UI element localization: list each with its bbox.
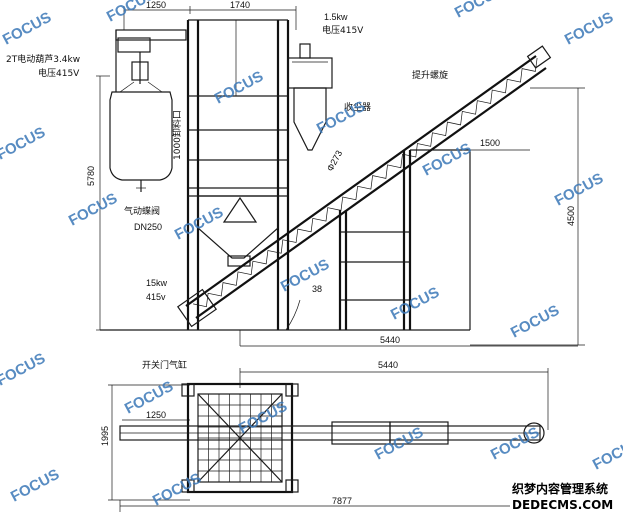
plan-view xyxy=(108,368,549,512)
watermark-logo: FOCUS xyxy=(150,470,204,510)
dim-pipe-273: Φ273 xyxy=(325,149,344,173)
dim-7877: 7877 xyxy=(332,496,352,506)
screw-conveyor xyxy=(176,45,552,328)
label-bag-opening: 1000卸料口 xyxy=(171,110,183,160)
label-collector-power: 1.5kw xyxy=(324,12,348,22)
label-motor-voltage: 415v xyxy=(146,292,166,302)
watermark-logo: FOCUS xyxy=(0,124,48,164)
frame-tower xyxy=(186,19,290,330)
watermark-logo: FOCUS xyxy=(212,68,266,108)
footer-brand: 织梦内容管理系统 DEDECMS.COM xyxy=(510,478,622,512)
label-hoist-voltage: 电压415V xyxy=(38,67,80,79)
hopper xyxy=(197,195,279,259)
dim-4500: 4500 xyxy=(566,206,576,226)
label-collector-voltage: 电压415V xyxy=(322,24,364,36)
dim-1995: 1995 xyxy=(100,426,110,446)
watermark-logo: FOCUS xyxy=(452,0,506,22)
dust-collector xyxy=(287,43,333,151)
dim-5440-upper: 5440 xyxy=(380,335,400,345)
footer-line2: DEDECMS.COM xyxy=(512,498,613,512)
footer-line1: 织梦内容管理系统 xyxy=(512,481,608,496)
watermark-logo: FOCUS xyxy=(66,190,120,230)
watermark-logo: FOCUS xyxy=(8,466,62,506)
bulk-bag xyxy=(109,91,173,181)
label-hoist: 2T电动葫芦3.4kw xyxy=(6,53,80,65)
elevation-view xyxy=(96,6,585,347)
plan-frame xyxy=(181,382,299,494)
dim-1250-plan: 1250 xyxy=(146,410,166,420)
watermark-logo: FOCUS xyxy=(590,434,623,474)
watermark-logo: FOCUS xyxy=(388,284,442,324)
watermark-logo: FOCUS xyxy=(104,0,158,26)
dim-1500: 1500 xyxy=(480,138,500,148)
watermark-logo: FOCUS xyxy=(314,98,368,138)
watermark-logo: FOCUS xyxy=(552,170,606,210)
label-gate-cylinder: 开关门气缸 xyxy=(142,359,187,371)
labels: 1250 1740 2T电动葫芦3.4kw 电压415V 5780 1000卸料… xyxy=(6,0,576,506)
watermark-logo: FOCUS xyxy=(562,9,616,49)
watermark-logo: FOCUS xyxy=(0,350,48,390)
label-valve: 气动蝶阀 xyxy=(124,205,160,217)
dim-1740-top: 1740 xyxy=(230,0,250,10)
dim-1250-top: 1250 xyxy=(146,0,166,10)
watermark-logo: FOCUS xyxy=(488,424,542,464)
dim-angle-38: 38 xyxy=(312,284,322,294)
watermark-logo: FOCUS xyxy=(508,302,562,342)
label-valve-dn: DN250 xyxy=(134,222,162,232)
label-motor-power: 15kw xyxy=(146,278,168,288)
label-screw: 提升螺旋 xyxy=(412,69,448,81)
label-collector: 收尘器 xyxy=(344,101,371,113)
dim-5440-lower: 5440 xyxy=(378,360,398,370)
hoist-motor xyxy=(117,37,151,53)
watermark-logo: FOCUS xyxy=(278,256,332,296)
watermark-logo: FOCUS xyxy=(0,9,54,49)
dim-5780: 5780 xyxy=(86,166,96,186)
screw-support xyxy=(338,149,471,331)
